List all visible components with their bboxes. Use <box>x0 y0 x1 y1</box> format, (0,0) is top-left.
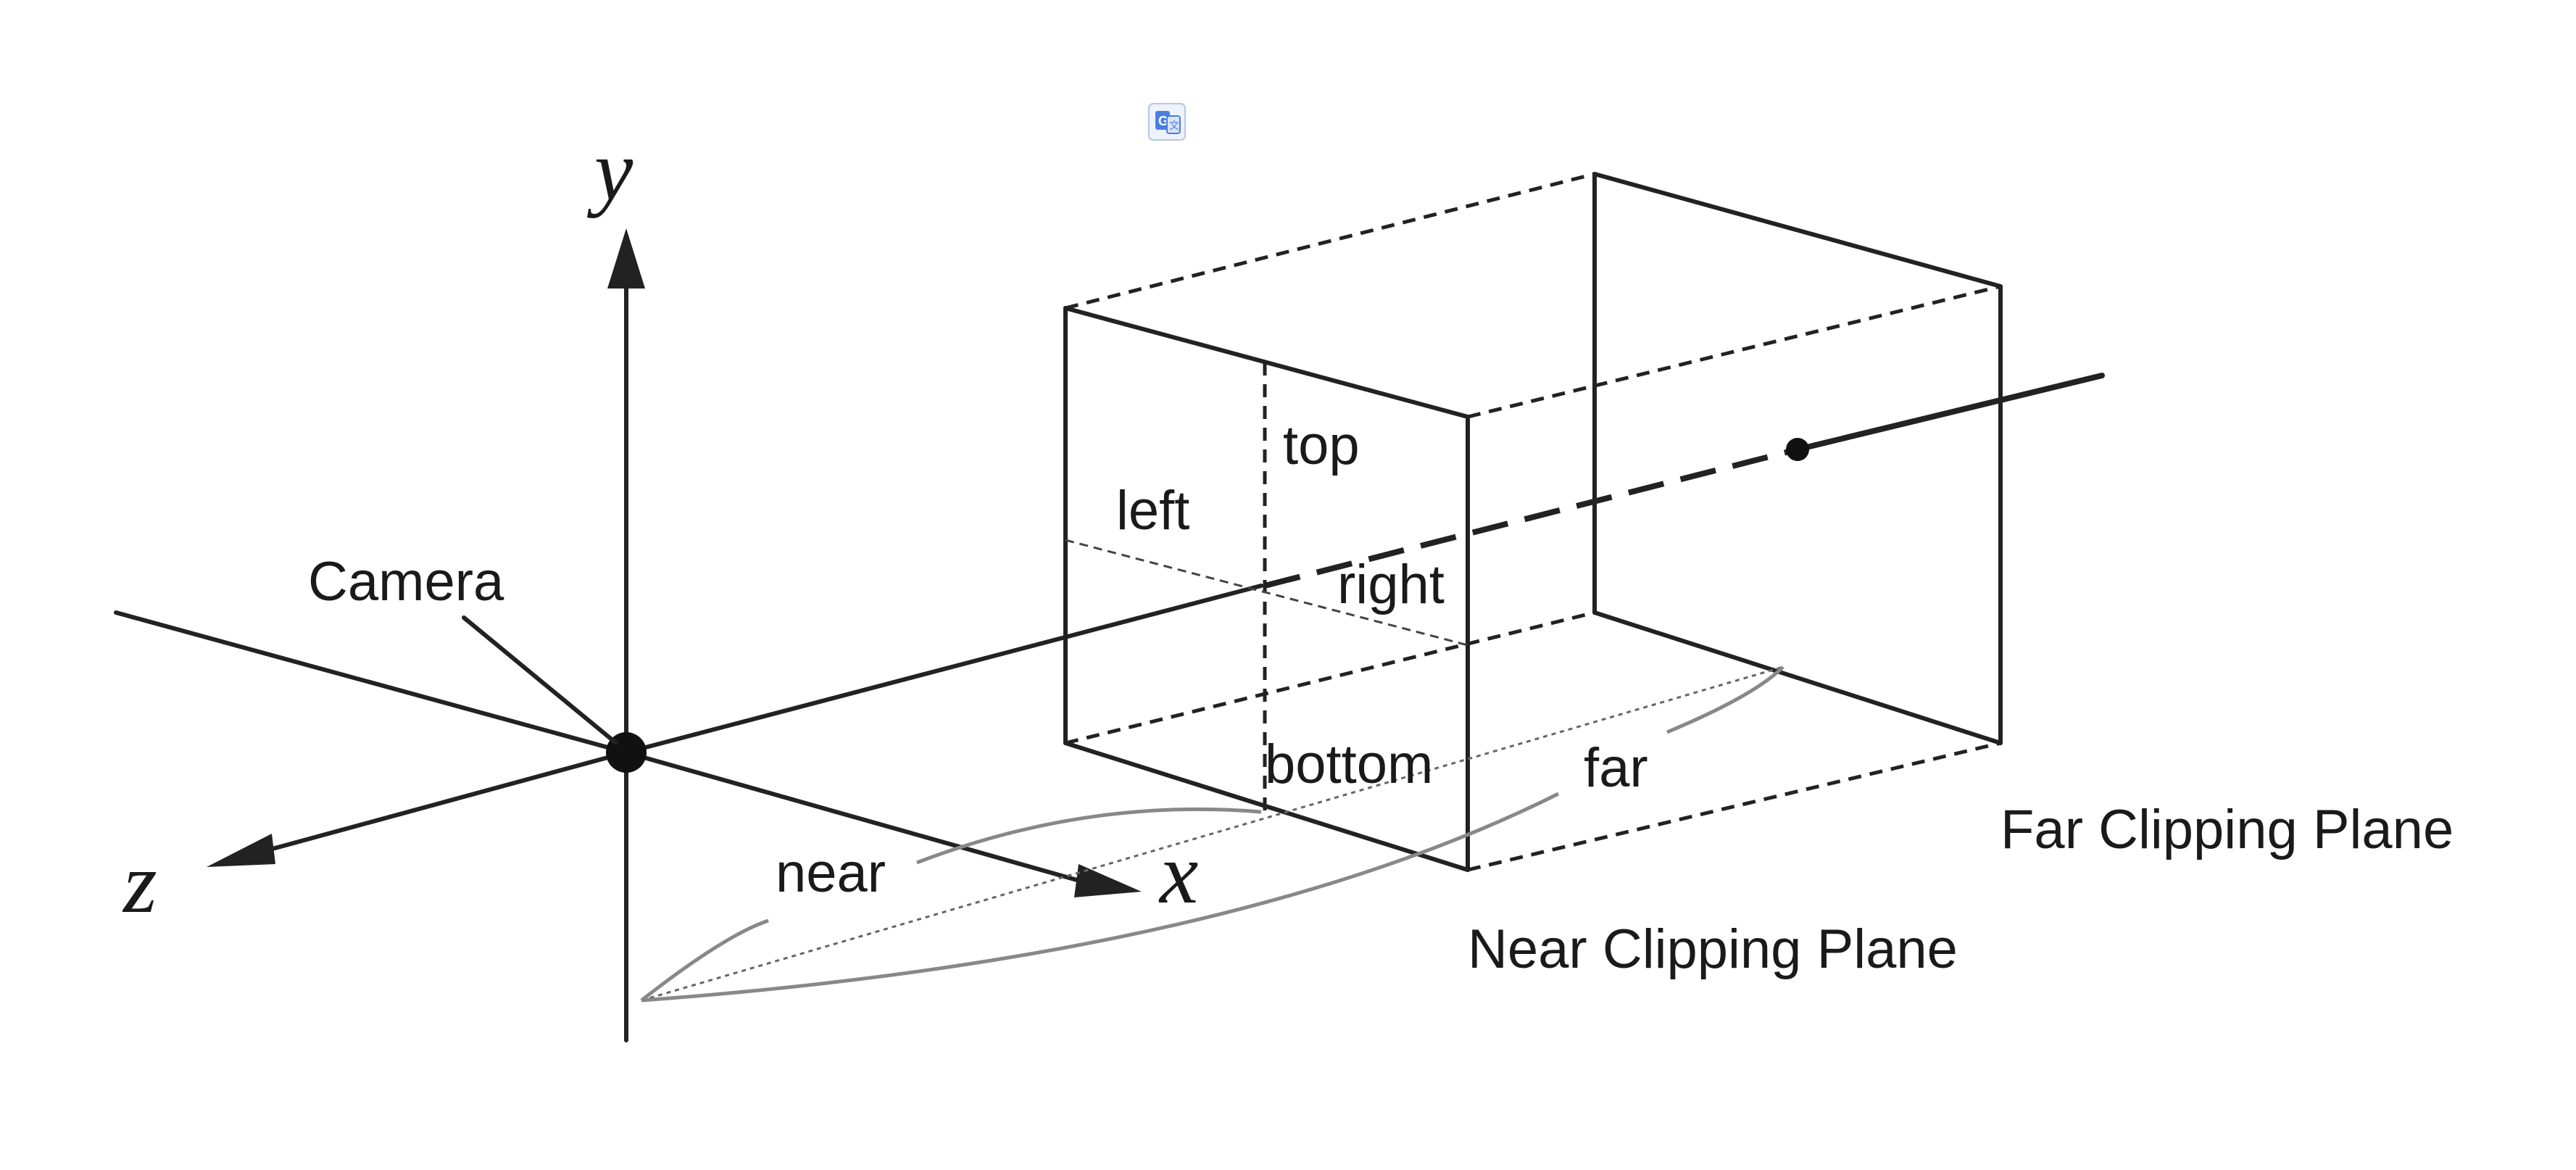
far-distance-arc <box>641 665 1784 1003</box>
view-frustum <box>1063 172 2105 872</box>
near-clipping-plane-label: Near Clipping Plane <box>1468 918 1958 980</box>
z-axis-line <box>252 750 628 856</box>
right-label: right <box>1337 554 1445 615</box>
top-label: top <box>1283 415 1360 476</box>
left-label: left <box>1116 480 1189 542</box>
frustum-bottom-left-edge <box>1065 610 1595 745</box>
far-label: far <box>1584 737 1648 799</box>
view-direction-line <box>624 584 1263 755</box>
frustum-top-right-edge <box>1467 284 2001 419</box>
z-axis-label: z <box>122 834 157 931</box>
far-plane-bottom-edge <box>1592 610 2003 745</box>
far-plane-top-edge <box>1592 172 2003 289</box>
svg-text:文: 文 <box>1169 120 1179 131</box>
x-axis-label: x <box>1158 825 1198 921</box>
near-distance-arc <box>640 807 1262 1002</box>
translate-icon[interactable]: G 文 <box>1148 103 1186 141</box>
z-axis-arrow <box>207 834 275 867</box>
y-axis-label: y <box>586 122 633 218</box>
y-axis-arrow <box>607 228 645 289</box>
z-axis-back-line <box>114 610 628 755</box>
coordinate-axes <box>114 228 1263 1042</box>
far-plane-center-point <box>1786 438 1809 461</box>
x-axis-arrow <box>1074 864 1142 897</box>
camera-label: Camera <box>308 551 504 613</box>
frustum-top-left-edge <box>1065 172 1595 310</box>
optical-axis-dashed <box>1264 447 1798 589</box>
far-clipping-plane-label: Far Clipping Plane <box>2000 799 2454 860</box>
optical-axis-extension <box>1795 373 2105 452</box>
ground-dotted-line <box>641 665 1784 1002</box>
frustum-bottom-right-edge <box>1467 741 2001 872</box>
near-label: near <box>776 842 886 904</box>
x-axis-line <box>624 750 1089 885</box>
bottom-label: bottom <box>1265 734 1433 795</box>
svg-text:G: G <box>1158 114 1168 128</box>
near-plane-horizontal-center <box>1065 539 1468 647</box>
camera-pointer-line <box>462 615 618 745</box>
distance-indicators <box>640 665 1784 1003</box>
